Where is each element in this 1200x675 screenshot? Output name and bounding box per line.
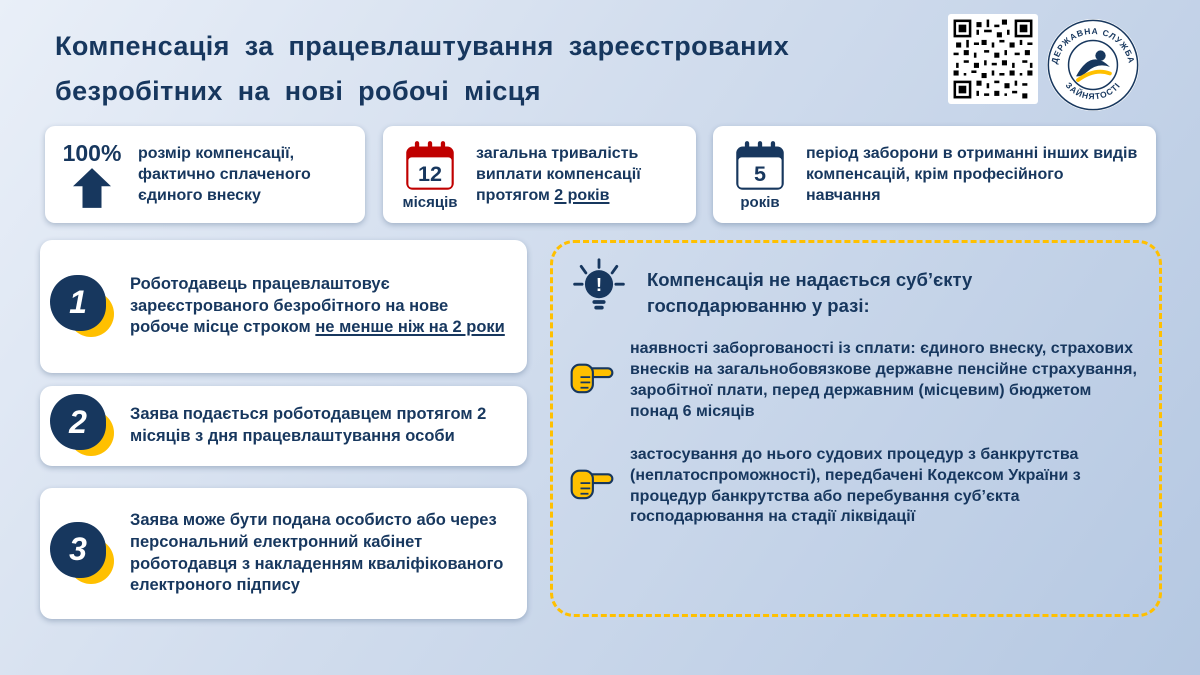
stat-payment-duration-text-underlined: 2 років: [554, 187, 610, 205]
warning-heading: Компенсація не надається суб’єкту господ…: [647, 269, 973, 316]
stat-100-percent-icon-col: 100%: [59, 139, 125, 208]
warning-panel-header: ! Компенсація не надається суб’єкту госп…: [569, 257, 1139, 319]
calendar-5-icon: 5: [736, 140, 784, 190]
step-3-card: 3 Заява може бути подана особисто або че…: [40, 488, 527, 619]
employment-service-logo: ДЕРЖАВНА СЛУЖБА ЗАЙНЯТОСТІ: [1046, 18, 1140, 112]
page-title-line2: безробітних на нові робочі місця: [55, 76, 541, 106]
qr-code-pattern: [951, 17, 1035, 101]
calendar-12-icon: 12: [406, 140, 454, 190]
stat-payment-duration: 12 місяців загальна тривалість виплати к…: [383, 126, 696, 223]
stat-100-percent-value: 100%: [62, 139, 122, 166]
pointing-hand-icon: [569, 466, 617, 507]
step-2-number-badge: 2: [50, 394, 116, 458]
step-1-number: 1: [50, 274, 106, 331]
page-title-line1: Компенсація за працевлаштування зареєстр…: [55, 31, 790, 61]
warning-item-bankruptcy: застосування до нього судових процедур з…: [569, 445, 1139, 529]
stat-compensation-size-text: розмір компенсації, фактично сплаченого …: [138, 144, 311, 205]
step-1-text-main: Роботодавець працевлаштовує зареєстрован…: [130, 274, 449, 337]
warning-panel: ! Компенсація не надається суб’єкту госп…: [550, 240, 1162, 617]
stat-ban-period: 5 років період заборони в отриманні інши…: [713, 126, 1156, 223]
step-3-number-badge: 3: [50, 521, 116, 586]
warning-item-debt: наявності заборгованості із сплати: єдин…: [569, 339, 1139, 423]
stat-payment-duration-text-main: загальна тривалість виплати компенсації …: [476, 144, 641, 205]
calendar-5-number: 5: [754, 161, 766, 186]
step-1-text-underlined: не менше ніж на 2 роки: [315, 318, 505, 337]
step-1-card: 1 Роботодавець працевлаштовує зареєстров…: [40, 240, 527, 373]
step-3-number: 3: [50, 521, 106, 578]
alert-lightbulb-icon: !: [573, 258, 625, 310]
stat-5-years-icon-col: 5 років: [727, 139, 793, 211]
calendar-12-number: 12: [418, 161, 442, 186]
stat-12-months-icon-col: 12 місяців: [397, 139, 463, 211]
employment-service-logo-icon: ДЕРЖАВНА СЛУЖБА ЗАЙНЯТОСТІ: [1046, 18, 1140, 112]
step-1-text: Роботодавець працевлаштовує зареєстрован…: [130, 274, 511, 340]
stat-ban-period-text: період заборони в отриманні інших видів …: [806, 144, 1138, 205]
warning-item-bankruptcy-text: застосування до нього судових процедур з…: [630, 445, 1081, 526]
page-title: Компенсація за працевлаштування зареєстр…: [55, 24, 789, 114]
svg-text:!: !: [596, 274, 602, 295]
stat-payment-duration-text: загальна тривалість виплати компенсації …: [476, 143, 682, 207]
step-2-text: Заява подається роботодавцем протягом 2 …: [130, 405, 487, 445]
step-2-number: 2: [50, 394, 106, 450]
warning-item-debt-text: наявності заборгованості із сплати: єдин…: [630, 339, 1137, 420]
pointing-hand-icon: [569, 360, 617, 401]
qr-code: [948, 14, 1038, 104]
arrow-up-icon: [73, 167, 111, 208]
stat-compensation-size: 100% розмір компенсації, фактично сплаче…: [45, 126, 365, 223]
calendar-5-unit: років: [740, 193, 780, 211]
step-1-number-badge: 1: [50, 274, 116, 339]
step-2-card: 2 Заява подається роботодавцем протягом …: [40, 386, 527, 466]
calendar-12-unit: місяців: [402, 193, 458, 211]
step-3-text: Заява може бути подана особисто або чере…: [130, 510, 504, 595]
